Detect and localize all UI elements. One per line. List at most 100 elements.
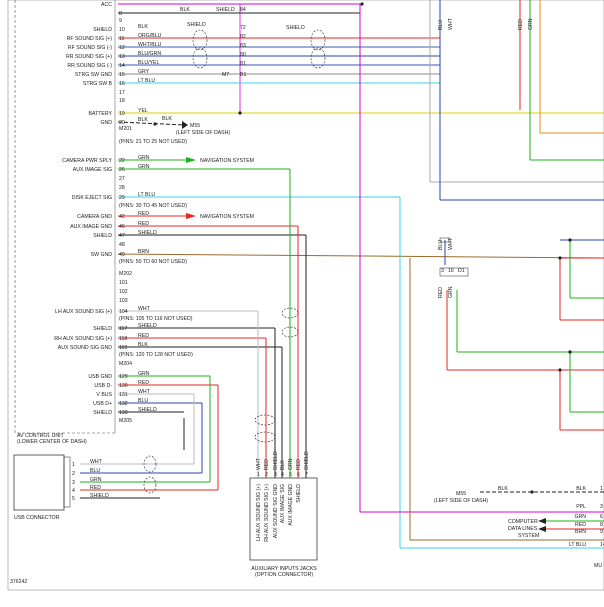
pin-function-label: DISK EJECT SIG <box>72 195 112 201</box>
pin-function-label: RR SOUND SIG (-) <box>67 63 112 69</box>
pin-number: 9 <box>119 18 122 24</box>
pin-number: 101 <box>119 280 128 286</box>
pin-function-label: USB D- <box>94 383 112 389</box>
right-conn-id: D1 <box>458 268 465 274</box>
wire-color-label: BLK <box>138 117 148 123</box>
aux-wire-color: SHIELD <box>304 451 310 470</box>
right-conn-pin-a: 3 <box>441 268 444 274</box>
usb-wire-color: WHT <box>90 459 103 465</box>
computer-arrow-1 <box>538 518 546 524</box>
pin-function-label: CAMERA PWR SPLY <box>62 158 112 164</box>
pin-function-label: BATTERY <box>89 111 113 117</box>
figure-id: 376242 <box>10 579 27 585</box>
aux-wire-color: GRN <box>288 458 294 470</box>
shield-oval <box>281 307 299 319</box>
wire-color-label: GRY <box>138 69 150 75</box>
aux-pin-label: RH AUX SOUND SIG (+) <box>264 484 270 542</box>
connector-id: M204 <box>119 361 132 367</box>
pin-function-label: RF SOUND SIG (-) <box>68 45 112 51</box>
aux-pin-number: 4 <box>281 472 284 478</box>
wire-color-label: SHIELD <box>138 407 157 413</box>
wire-color-label: RED <box>138 211 149 217</box>
right-wire-color: RED <box>518 19 524 30</box>
top-shield-label-2: SHIELD <box>187 22 206 28</box>
pin-number: 8 <box>119 11 122 17</box>
pin-function-label: RF SOUND SIG (+) <box>67 36 113 42</box>
usb-pin-number: 1 <box>72 462 75 468</box>
right-connector-block <box>439 267 469 277</box>
wire-color-label: WHT <box>138 306 151 312</box>
pin-number: 26 <box>119 167 125 173</box>
pin-number: 22 <box>119 158 125 164</box>
pin-number: 17 <box>119 90 125 96</box>
top-blk-label: BLK <box>180 7 190 13</box>
pin-function-label: AUX IMAGE GND <box>70 224 112 230</box>
shield-oval <box>192 47 208 69</box>
shield-oval <box>310 47 326 69</box>
wire-color-label: RED <box>138 221 149 227</box>
wire-color-label: BLU/YEL <box>138 60 159 66</box>
pin-number: 27 <box>119 176 125 182</box>
ground-arrow <box>182 121 188 129</box>
pin-number: 10 <box>119 27 125 33</box>
usb-connector-name: USB CONNECTOR <box>14 515 60 521</box>
top-shield-label-3: SHIELD <box>286 25 305 31</box>
aux-pin-number: 1 <box>257 472 260 478</box>
usb-connector-box <box>13 454 65 511</box>
aux-wire-color: BLK <box>280 460 286 470</box>
wire-color-label: LT BLU <box>138 78 155 84</box>
nav-arrow-2 <box>186 213 196 219</box>
pin-number: 49 <box>119 252 125 258</box>
pin-function-label: SW GND <box>91 252 113 258</box>
m55-right-id: M55 <box>456 491 466 497</box>
ground-wire-color: BLK <box>162 116 172 122</box>
pin-number: 103 <box>119 298 128 304</box>
junction-dot <box>530 490 534 494</box>
unused-pins-note: (PINS: 21 TO 25 NOT USED) <box>119 139 187 145</box>
wire-sw-gnd <box>117 253 604 259</box>
pin-function-label: GND <box>100 120 112 126</box>
pin-number: 133 <box>119 410 128 416</box>
connector-id: M201 <box>119 126 132 132</box>
ground-m55-left <box>117 121 188 129</box>
pin-number: 16 <box>119 81 125 87</box>
right-wire-color: GRN <box>448 286 454 298</box>
pin-function-label: USB D+ <box>93 401 112 407</box>
m55-right-location: (LEFT SIDE OF DASH) <box>434 498 488 504</box>
right-wire-color: BLU <box>438 20 444 30</box>
pin-function-label: ACC <box>101 2 112 8</box>
wire-color-label: SHIELD <box>138 323 157 329</box>
pin-number: 18 <box>119 98 125 104</box>
shield-oval <box>143 476 157 494</box>
pin-number: 12 <box>119 45 125 51</box>
aux-pin-number: 7 <box>305 472 308 478</box>
output-pin-number: 9 <box>600 529 603 535</box>
pin-function-label: SHIELD <box>93 27 112 33</box>
pin-number: 118 <box>119 336 127 342</box>
pin-number: 130 <box>119 383 128 389</box>
junction-dot <box>558 368 562 372</box>
pin-function-label: V BUS <box>96 392 112 398</box>
aux-pin-label: AUX SOUND SIG GND <box>273 484 279 538</box>
right-wire-color: GRN <box>528 18 534 30</box>
computer-arrow-2 <box>538 526 546 532</box>
aux-pin-label: LH AUX SOUND SIG (+) <box>256 484 262 541</box>
pin-function-label: RR SOUND SIG (+) <box>66 54 112 60</box>
wire-color-label: BLK <box>138 24 148 30</box>
ground-m55-location: (LEFT SIDE OF DASH) <box>176 130 230 136</box>
connector-id: M205 <box>119 418 132 424</box>
right-wire-color: WHT <box>448 17 454 30</box>
aux-pin-number: 6 <box>297 472 300 478</box>
wire-color-label: RED <box>138 380 149 386</box>
output-pin-number: 6 <box>600 514 603 520</box>
pin-function-label: SHIELD <box>93 410 112 416</box>
pin-number: 13 <box>119 54 125 60</box>
aux-wire-color: RED <box>296 459 302 470</box>
pin-number: 20 <box>119 120 125 126</box>
top-pin-81: 81 <box>240 61 246 67</box>
nav-arrow-1 <box>186 157 196 163</box>
output-wire-color: BLK <box>576 486 586 492</box>
right-connector-block <box>439 237 451 243</box>
pin-number: 131 <box>119 392 128 398</box>
